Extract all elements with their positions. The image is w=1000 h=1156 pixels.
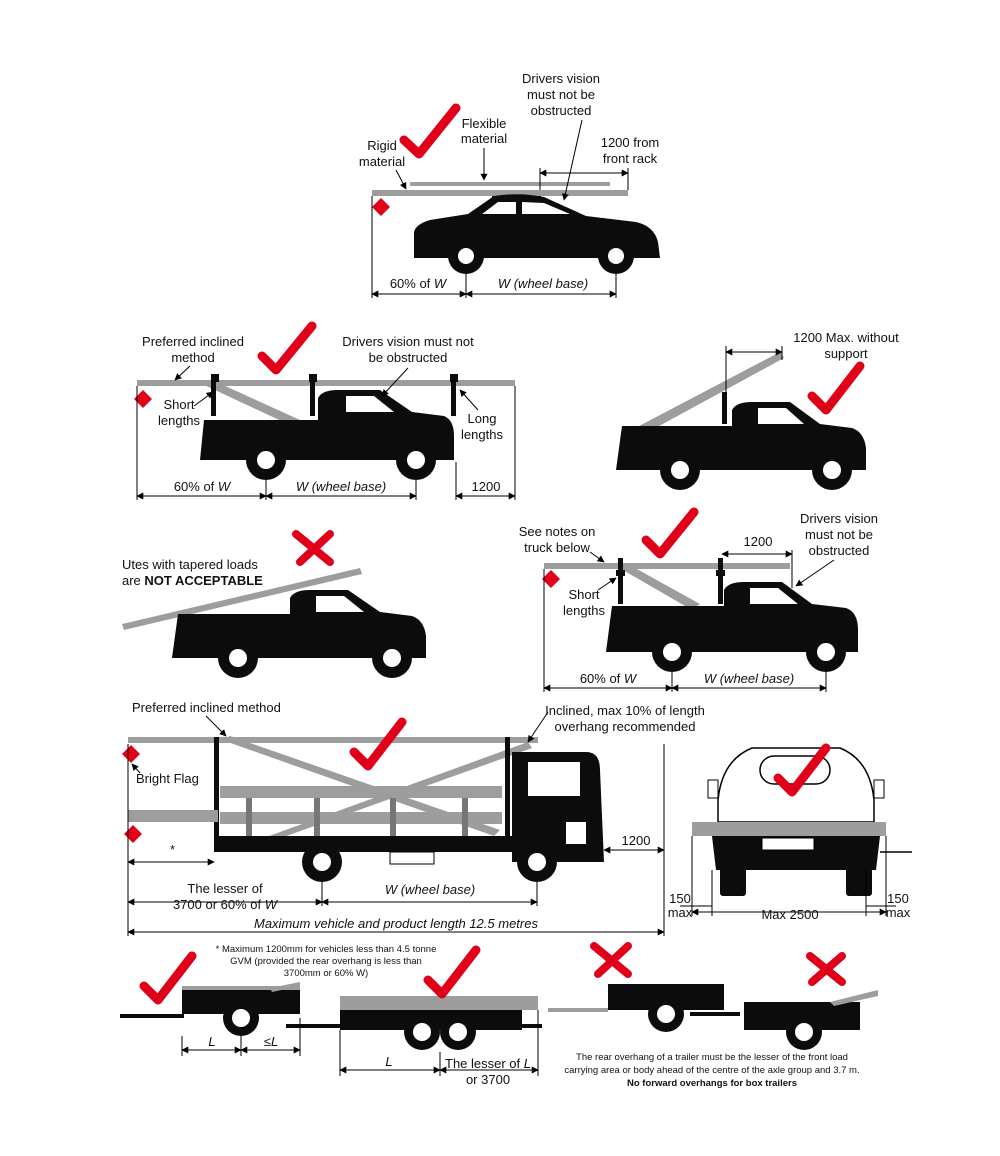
ute4-load-bar	[544, 563, 790, 569]
bright-flag-icon	[122, 745, 140, 763]
tick-icon	[641, 507, 699, 559]
truck-lesser-line2: 3700 or 60% of W	[173, 897, 279, 912]
ute3-tapered-line2: are NOT ACCEPTABLE	[122, 573, 263, 588]
truck-wheelbase-label: W (wheel base)	[385, 882, 475, 897]
truck-body	[128, 752, 604, 882]
car-roof-rack-legs	[492, 196, 541, 202]
tick-icon	[807, 361, 865, 415]
ute4-silhouette	[606, 582, 858, 672]
tick-icon	[399, 103, 461, 159]
ute1-front-dim-label: 1200	[472, 479, 501, 494]
ute3-tapered-line1: Utes with tapered loads	[122, 557, 258, 572]
ute1-inclined-load	[202, 380, 300, 426]
truck-section: Preferred inclined method Inclined, max …	[122, 700, 705, 936]
tick-icon	[773, 743, 831, 797]
bright-flag-icon	[124, 825, 142, 843]
car-wheelbase-label: W (wheel base)	[498, 276, 588, 291]
tick-icon	[139, 951, 197, 1005]
ute1-silhouette	[200, 390, 454, 480]
trailer1-L-label: L	[208, 1034, 215, 1049]
ute2-inclined-load	[620, 352, 784, 444]
tick-icon	[257, 321, 317, 375]
cross-icon	[590, 942, 632, 978]
trailer-rear-overhang-text: The rear overhang of a trailer must be t…	[564, 1052, 859, 1076]
trailer-4	[744, 952, 878, 1050]
tick-icon	[423, 945, 481, 999]
trailer-note: * Maximum 1200mm for vehicles less than …	[216, 944, 437, 979]
rear-load-bar	[692, 822, 886, 836]
ute4-overhang-label: 60% of W	[580, 671, 638, 686]
ute4-inclined-load	[616, 563, 700, 610]
trailer1-leL-label: ≤L	[264, 1034, 278, 1049]
trailer2-or3700-label: or 3700	[466, 1072, 510, 1087]
rear-max-width-label: Max 2500	[761, 907, 818, 922]
rigid-load-bar	[372, 190, 628, 196]
truck-asterisk: *	[170, 842, 175, 857]
cross-icon	[292, 530, 334, 566]
ute-tapered-section: Utes with tapered loads are NOT ACCEPTAB…	[122, 530, 426, 678]
ute1-load-bar	[137, 380, 515, 386]
trailer-1: L ≤L	[120, 951, 301, 1056]
trailer2-L-label: L	[385, 1054, 392, 1069]
cross-icon	[806, 952, 846, 986]
truck-inclined-label: Preferred inclined method	[132, 700, 281, 715]
ute4-wheelbase-label: W (wheel base)	[704, 671, 794, 686]
bright-flag-icon	[134, 390, 152, 408]
truck-max-length-label: Maximum vehicle and product length 12.5 …	[254, 916, 538, 931]
trailer-3	[548, 942, 740, 1032]
tick-icon	[349, 717, 407, 771]
trailer-no-forward-text: No forward overhangs for box trailers	[627, 1078, 797, 1089]
truck-lesser-line1: The lesser of	[187, 881, 263, 896]
car-overhang-label: 60% of W	[390, 276, 448, 291]
ute2-silhouette	[616, 402, 866, 490]
ute1-wheelbase-label: W (wheel base)	[296, 479, 386, 494]
bright-flag-icon	[372, 198, 390, 216]
ute4-dim-1200-label: 1200	[744, 534, 773, 549]
trailer-2: L The lesser of L or 3700	[286, 945, 542, 1087]
bright-flag-icon	[542, 570, 560, 588]
car-silhouette	[414, 194, 660, 274]
trailers-section: * Maximum 1200mm for vehicles less than …	[120, 942, 878, 1089]
ute3-silhouette	[172, 590, 426, 678]
truck-top-load-bar	[128, 737, 538, 743]
bright-flag-label: Bright Flag	[136, 771, 199, 786]
truck-front-dim-label: 1200	[622, 833, 651, 848]
trailer2-lesser-label: The lesser of L	[445, 1056, 531, 1071]
flexible-load-bar	[410, 182, 610, 186]
ute1-overhang-label: 60% of W	[174, 479, 232, 494]
